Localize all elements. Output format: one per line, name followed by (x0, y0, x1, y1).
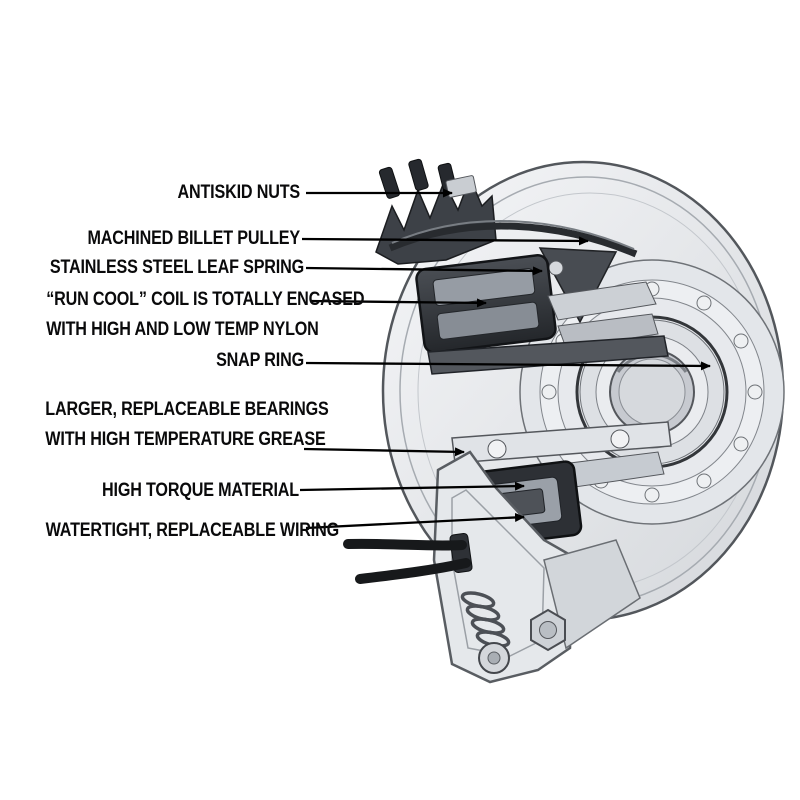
lower-bearing (451, 421, 672, 464)
callout-snap-ring: SNAP RING (46, 346, 304, 376)
bracket-spring (460, 591, 511, 648)
leader-wiring (305, 512, 525, 530)
callout-leaf-spring: STAINLESS STEEL LEAF SPRING (46, 253, 304, 283)
callout-bearings: LARGER, REPLACEABLE BEARINGS WITH HIGH T… (45, 395, 329, 455)
callout-text: “RUN COOL” COIL IS TOTALLY ENCASED (46, 289, 365, 310)
leader-run-cool-coil (309, 298, 487, 308)
bracket-bolt (478, 642, 510, 674)
pivot-bolt (548, 260, 564, 276)
callout-machined-billet-pulley: MACHINED BILLET PULLEY (45, 224, 301, 254)
callout-text: WATERTIGHT, REPLACEABLE WIRING (45, 520, 340, 541)
callout-antiskid-nuts: ANTISKID NUTS (45, 178, 300, 208)
hex-nut (530, 608, 566, 652)
leader-snap-ring (305, 361, 711, 371)
callout-high-torque-material: HIGH TORQUE MATERIAL (45, 476, 299, 506)
wires (343, 538, 471, 584)
callout-text: WITH HIGH TEMPERATURE GREASE (45, 429, 326, 450)
callout-text: STAINLESS STEEL LEAF SPRING (49, 257, 304, 278)
callout-text: SNAP RING (216, 350, 304, 371)
leader-torque (299, 481, 525, 492)
callout-text: ANTISKID NUTS (177, 182, 300, 203)
leader-bearings (303, 447, 465, 457)
callout-text: WITH HIGH AND LOW TEMP NYLON (46, 319, 319, 340)
leaf-spring-part (388, 219, 638, 258)
callout-wiring: WATERTIGHT, REPLACEABLE WIRING (45, 516, 340, 546)
callout-text: LARGER, REPLACEABLE BEARINGS (45, 399, 329, 420)
upper-armature (547, 281, 659, 349)
callout-text: HIGH TORQUE MATERIAL (102, 480, 299, 501)
callout-text: MACHINED BILLET PULLEY (87, 228, 301, 249)
leader-billet-pulley (301, 236, 589, 246)
callout-run-cool-coil: “RUN COOL” COIL IS TOTALLY ENCASED WITH … (46, 285, 365, 345)
leader-leaf-spring (305, 266, 543, 276)
leader-lines (299, 188, 711, 530)
